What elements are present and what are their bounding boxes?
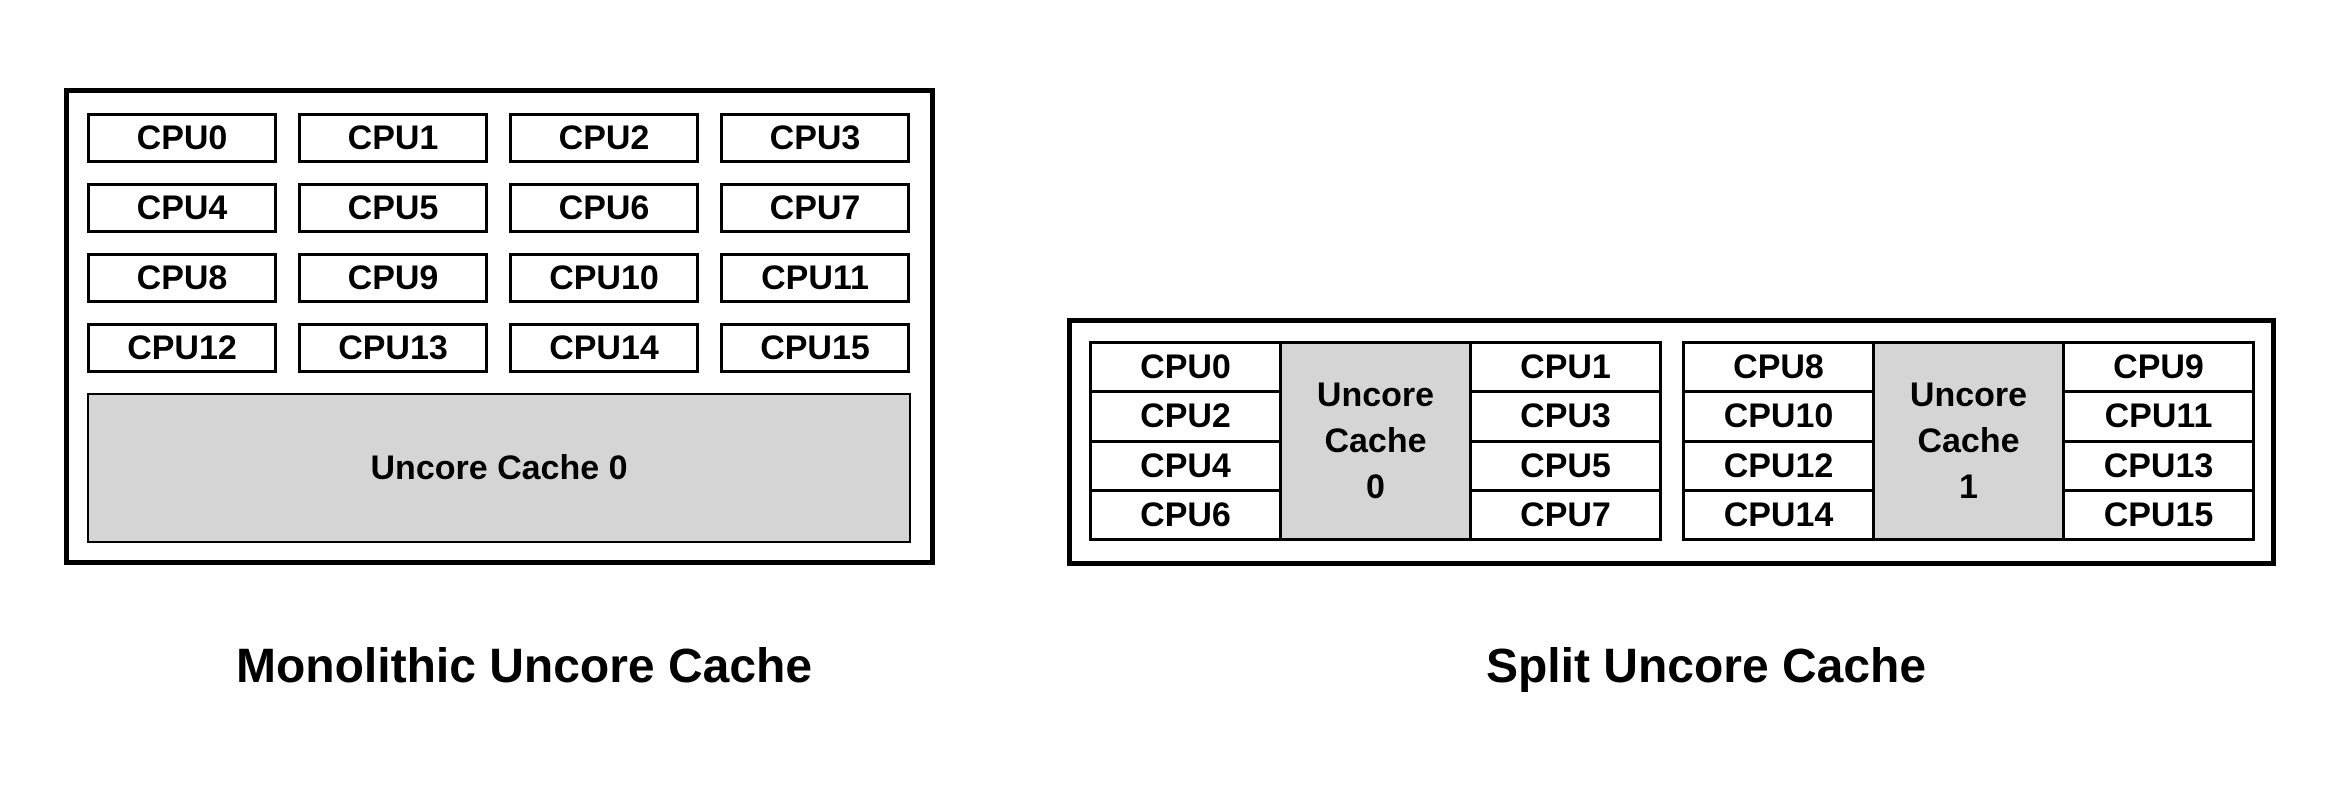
split-cluster-1: CPU8 CPU10 CPU12 CPU14 Uncore Cache 1 CP… bbox=[1682, 341, 2255, 541]
uncore-cache-label-line: Cache bbox=[1324, 422, 1427, 460]
cpu-box: CPU11 bbox=[720, 253, 910, 303]
uncore-cache-box: Uncore Cache 0 bbox=[87, 393, 911, 543]
cpu-cell: CPU9 bbox=[2113, 348, 2204, 387]
monolithic-caption: Monolithic Uncore Cache bbox=[235, 640, 813, 693]
cpu-column: CPU9 CPU11 CPU13 CPU15 bbox=[2062, 341, 2255, 541]
cpu-box: CPU4 bbox=[87, 183, 277, 233]
cpu-cell: CPU5 bbox=[1472, 439, 1659, 489]
split-cluster-0: CPU0 CPU2 CPU4 CPU6 Uncore Cache 0 CPU1 … bbox=[1089, 341, 1662, 541]
cpu-cell: CPU1 bbox=[1520, 348, 1611, 387]
uncore-cache-box: Uncore Cache 0 bbox=[1279, 341, 1472, 541]
split-caption: Split Uncore Cache bbox=[1485, 640, 1927, 693]
cpu-column: CPU8 CPU10 CPU12 CPU14 bbox=[1682, 341, 1875, 541]
uncore-cache-label-line: 1 bbox=[1959, 468, 1978, 506]
cpu-box: CPU15 bbox=[720, 323, 910, 373]
cpu-cell: CPU2 bbox=[1092, 390, 1279, 439]
cpu-cell: CPU3 bbox=[1472, 390, 1659, 439]
cpu-cell: CPU6 bbox=[1092, 488, 1279, 538]
cpu-cell: CPU13 bbox=[2065, 439, 2252, 489]
cpu-cell: CPU4 bbox=[1092, 439, 1279, 489]
monolithic-diagram: CPU0 CPU1 CPU2 CPU3 CPU4 CPU5 CPU6 CPU7 … bbox=[64, 88, 935, 565]
cpu-cell: CPU0 bbox=[1140, 348, 1231, 387]
uncore-cache-box: Uncore Cache 1 bbox=[1872, 341, 2065, 541]
cpu-cell: CPU12 bbox=[1685, 439, 1872, 489]
cpu-cell: CPU14 bbox=[1685, 488, 1872, 538]
uncore-cache-label: Uncore Cache 0 bbox=[370, 448, 628, 487]
cpu-box: CPU5 bbox=[298, 183, 488, 233]
cpu-cell: CPU10 bbox=[1685, 390, 1872, 439]
cpu-cell: CPU15 bbox=[2065, 488, 2252, 538]
cpu-cell: CPU7 bbox=[1472, 488, 1659, 538]
split-diagram: CPU0 CPU2 CPU4 CPU6 Uncore Cache 0 CPU1 … bbox=[1067, 318, 2276, 566]
cpu-cell: CPU8 bbox=[1733, 348, 1824, 387]
uncore-cache-label-line: 0 bbox=[1366, 468, 1385, 506]
cpu-column: CPU0 CPU2 CPU4 CPU6 bbox=[1089, 341, 1282, 541]
cpu-column: CPU1 CPU3 CPU5 CPU7 bbox=[1469, 341, 1662, 541]
cpu-box: CPU12 bbox=[87, 323, 277, 373]
cpu-box: CPU3 bbox=[720, 113, 910, 163]
uncore-cache-label-line: Uncore bbox=[1316, 376, 1435, 414]
cpu-box: CPU1 bbox=[298, 113, 488, 163]
uncore-cache-label-line: Cache bbox=[1917, 422, 2020, 460]
uncore-cache-label-line: Uncore bbox=[1909, 376, 2028, 414]
cpu-box: CPU2 bbox=[509, 113, 699, 163]
cpu-box: CPU10 bbox=[509, 253, 699, 303]
cpu-cell: CPU11 bbox=[2065, 390, 2252, 439]
cpu-box: CPU6 bbox=[509, 183, 699, 233]
cpu-box: CPU9 bbox=[298, 253, 488, 303]
cpu-box: CPU7 bbox=[720, 183, 910, 233]
cpu-box: CPU0 bbox=[87, 113, 277, 163]
cpu-box: CPU14 bbox=[509, 323, 699, 373]
monolithic-cpu-grid: CPU0 CPU1 CPU2 CPU3 CPU4 CPU5 CPU6 CPU7 … bbox=[87, 113, 910, 373]
cpu-box: CPU8 bbox=[87, 253, 277, 303]
cpu-box: CPU13 bbox=[298, 323, 488, 373]
